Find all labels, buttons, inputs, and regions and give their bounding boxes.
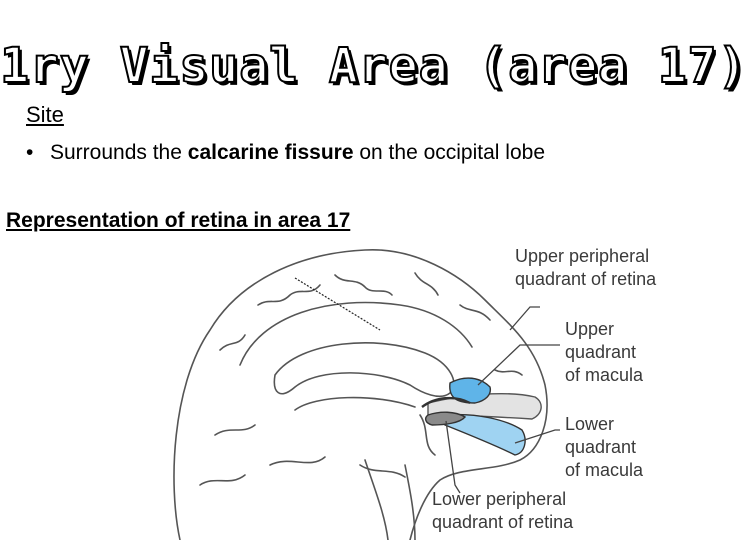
- label-upper-peripheral-line1: Upper peripheral: [515, 246, 650, 266]
- bullet-text-suffix: on the occipital lobe: [353, 141, 545, 164]
- label-upper-macula-line2: quadrant: [565, 342, 637, 362]
- slide-title: 1ry Visual Area (area 17): [0, 37, 747, 95]
- label-upper-macula-line1: Upper: [565, 319, 615, 339]
- label-upper-macula: Upper quadrant of macula: [565, 318, 643, 387]
- leader-upper-peripheral: [509, 306, 540, 331]
- label-lower-peripheral-line2: quadrant of retina: [432, 512, 574, 532]
- label-lower-macula-line3: of macula: [565, 460, 644, 480]
- label-lower-macula: Lower quadrant of macula: [565, 413, 643, 482]
- lower-peripheral-retina-region: [424, 411, 467, 426]
- label-upper-macula-line3: of macula: [565, 365, 644, 385]
- label-lower-macula-line1: Lower: [565, 414, 615, 434]
- bullet-text-bold: calcarine fissure: [187, 141, 354, 164]
- bullet-marker: •: [26, 141, 34, 164]
- brain-outline: [173, 249, 548, 540]
- lower-macula-region: [444, 413, 526, 456]
- label-lower-macula-line2: quadrant: [565, 437, 637, 457]
- brain-figure: Upper peripheral quadrant of retina Uppe…: [160, 235, 720, 540]
- label-upper-peripheral: Upper peripheral quadrant of retina: [515, 245, 656, 291]
- leader-upper-macula: [477, 344, 560, 386]
- leader-lower-macula: [514, 429, 560, 444]
- label-lower-peripheral: Lower peripheral quadrant of retina: [432, 488, 573, 534]
- bullet-text-prefix: Surrounds the: [50, 141, 188, 164]
- leader-lower-peripheral: [445, 420, 461, 494]
- representation-heading: Representation of retina in area 17: [6, 209, 351, 232]
- site-heading: Site: [26, 102, 64, 127]
- label-lower-peripheral-line1: Lower peripheral: [432, 489, 567, 509]
- brainstem: [364, 459, 389, 540]
- corpus-callosum: [273, 342, 455, 398]
- pointer-line: [294, 277, 381, 331]
- brain-medial-view-illustration: [173, 249, 560, 540]
- label-upper-peripheral-line2: quadrant of retina: [515, 269, 657, 289]
- site-bullet: • Surrounds the calcarine fissure on the …: [26, 139, 545, 167]
